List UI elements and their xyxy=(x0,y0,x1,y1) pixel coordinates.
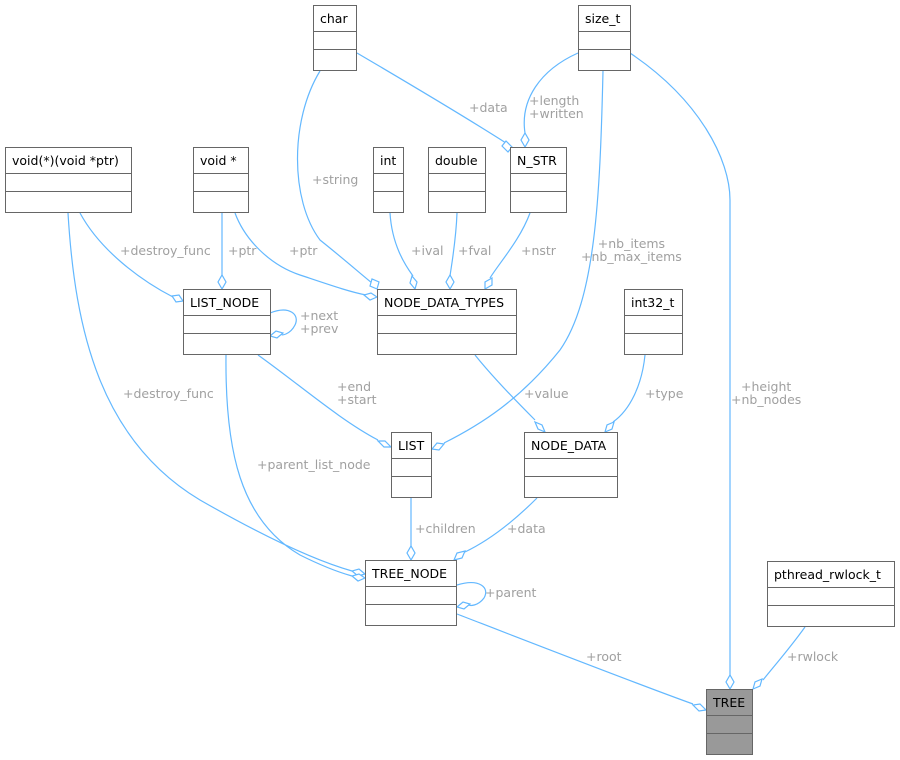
edge-char-ndt xyxy=(296,70,373,284)
class-name: LIST xyxy=(392,433,431,459)
edge-nodedata-treenode xyxy=(464,497,538,553)
edge-treenode-tree xyxy=(456,613,694,705)
class-box-int32-t[interactable]: int32_t xyxy=(624,289,683,355)
class-box-n-str[interactable]: N_STR xyxy=(510,147,567,213)
edge-int-ndt-diamond xyxy=(409,274,418,291)
edge-sizet-list-diamond xyxy=(430,442,446,451)
edge-label-ptr-list-node: +ptr xyxy=(228,243,257,258)
class-box-list-node[interactable]: LIST_NODE xyxy=(183,289,271,355)
class-name: TREE_NODE xyxy=(366,561,456,587)
class-name: char xyxy=(314,6,356,32)
edge-nstr-ndt-diamond xyxy=(484,276,493,291)
class-name: NODE_DATA_TYPES xyxy=(378,290,516,316)
class-box-tree-node[interactable]: TREE_NODE xyxy=(365,560,457,626)
edge-listnode-list xyxy=(257,354,379,441)
edge-label-end-start: +end +start xyxy=(337,379,377,407)
edge-listnode-self-diamond xyxy=(268,330,285,339)
edge-voidptr-ndt-diamond xyxy=(362,292,379,301)
edge-sizet-nstr-diamond xyxy=(520,131,530,149)
edge-voidfunc-treenode xyxy=(67,212,353,572)
class-box-list[interactable]: LIST xyxy=(391,432,432,498)
class-box-node-data-types[interactable]: NODE_DATA_TYPES xyxy=(377,289,517,355)
edge-label-value: +value xyxy=(524,386,569,401)
class-box-int[interactable]: int xyxy=(373,147,404,213)
class-box-pthread-rwlock-t[interactable]: pthread_rwlock_t xyxy=(767,561,895,627)
class-name: N_STR xyxy=(511,148,566,174)
class-name: void(*)(void *ptr) xyxy=(6,148,131,174)
edge-nodedata-treenode-diamond xyxy=(452,550,467,561)
class-box-size-t[interactable]: size_t xyxy=(578,5,631,71)
edge-rwlock-tree-diamond xyxy=(752,677,763,691)
edge-char-nstr xyxy=(356,52,507,144)
edge-label-height-nodes: +height +nb_nodes xyxy=(731,379,802,407)
edge-label-type: +type xyxy=(645,386,684,401)
edge-label-data-node: +data xyxy=(507,521,546,536)
edge-sizet-nstr xyxy=(523,52,579,134)
edge-voidfunc-listnode xyxy=(79,212,174,298)
edge-nstr-ndt xyxy=(489,212,531,279)
class-name: pthread_rwlock_t xyxy=(768,562,894,588)
class-name: double xyxy=(429,148,485,174)
class-box-double[interactable]: double xyxy=(428,147,486,213)
edge-sizet-tree xyxy=(629,52,731,675)
edge-label-destroy-func-top: +destroy_func xyxy=(120,243,211,258)
class-name: int32_t xyxy=(625,290,682,316)
edge-voidptr-ndt xyxy=(234,212,367,296)
edge-list-treenode-diamond xyxy=(406,544,416,562)
edge-ndt-nodedata xyxy=(474,354,536,421)
edge-label-children: +children xyxy=(415,521,476,536)
edge-label-parent-list-node: +parent_list_node xyxy=(257,457,371,472)
edge-double-ndt xyxy=(449,212,458,277)
edge-rwlock-tree xyxy=(762,626,806,681)
class-box-void-ptr[interactable]: void * xyxy=(193,147,249,213)
class-box-void-func[interactable]: void(*)(void *ptr) xyxy=(5,147,132,213)
edge-int32-nodedata-diamond xyxy=(604,420,615,434)
edge-label-parent: +parent xyxy=(485,585,537,600)
edge-listnode-self xyxy=(269,309,297,336)
class-box-node-data[interactable]: NODE_DATA xyxy=(524,432,618,498)
edge-label-fval: +fval xyxy=(458,243,492,258)
edge-label-string: +string xyxy=(312,172,359,187)
class-name: LIST_NODE xyxy=(184,290,270,316)
edge-double-ndt-diamond xyxy=(445,273,455,291)
edge-label-data: +data xyxy=(469,100,508,115)
edge-listnode-treenode-diamond xyxy=(350,573,367,582)
edge-listnode-list-diamond xyxy=(376,440,393,448)
class-name: size_t xyxy=(579,6,630,32)
edge-label-next-prev: +next +prev xyxy=(300,308,339,336)
class-name: void * xyxy=(194,148,248,174)
edge-label-nstr: +nstr xyxy=(521,243,556,258)
edge-label-length-written: +length +written xyxy=(529,93,584,121)
edge-treenode-self xyxy=(456,582,487,607)
edge-listnode-treenode xyxy=(225,354,353,577)
class-name: int xyxy=(374,148,403,174)
edge-label-ival: +ival xyxy=(411,243,444,258)
edge-sizet-list xyxy=(443,70,604,444)
edge-label-rwlock: +rwlock xyxy=(787,649,839,664)
edge-int-ndt xyxy=(389,212,414,277)
edge-char-ndt-diamond xyxy=(369,278,380,290)
class-box-tree[interactable]: TREE xyxy=(706,689,753,755)
edge-label-destroy-func-bottom: +destroy_func xyxy=(123,386,214,401)
class-box-char[interactable]: char xyxy=(313,5,357,71)
edge-label-nb-items: +nb_items +nb_max_items xyxy=(581,236,682,264)
edge-int32-nodedata xyxy=(612,354,646,423)
edge-voidfunc-listnode-diamond xyxy=(170,294,185,303)
edge-sizet-tree-diamond xyxy=(725,673,735,691)
edge-treenode-self-diamond xyxy=(455,601,472,610)
edge-char-nstr-diamond xyxy=(501,140,513,153)
edge-voidptr-listnode-diamond xyxy=(217,273,227,291)
class-name: TREE xyxy=(707,690,752,716)
class-name: NODE_DATA xyxy=(525,433,617,459)
edge-label-root: +root xyxy=(586,649,622,664)
edge-label-ptr-ndt: +ptr xyxy=(289,243,318,258)
edge-treenode-tree-diamond xyxy=(691,703,708,712)
edge-ndt-nodedata-diamond xyxy=(533,420,547,434)
